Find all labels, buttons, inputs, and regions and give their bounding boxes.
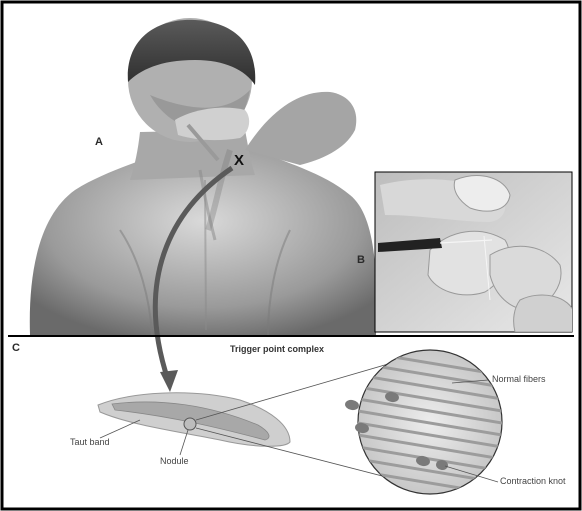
- contraction-knot-label: Contraction knot: [500, 476, 566, 486]
- panel-b-label: B: [357, 254, 365, 266]
- panel-b-photo: [375, 172, 575, 332]
- panel-c-label: C: [12, 342, 20, 354]
- panel-a-label: A: [95, 136, 103, 148]
- taut-band-label: Taut band: [70, 437, 110, 447]
- nodule-label: Nodule: [160, 456, 189, 466]
- panel-c-title: Trigger point complex: [230, 344, 324, 354]
- normal-fibers-label: Normal fibers: [492, 374, 546, 384]
- nodule-marker: [184, 418, 196, 430]
- trigger-point-marker: X: [234, 152, 244, 169]
